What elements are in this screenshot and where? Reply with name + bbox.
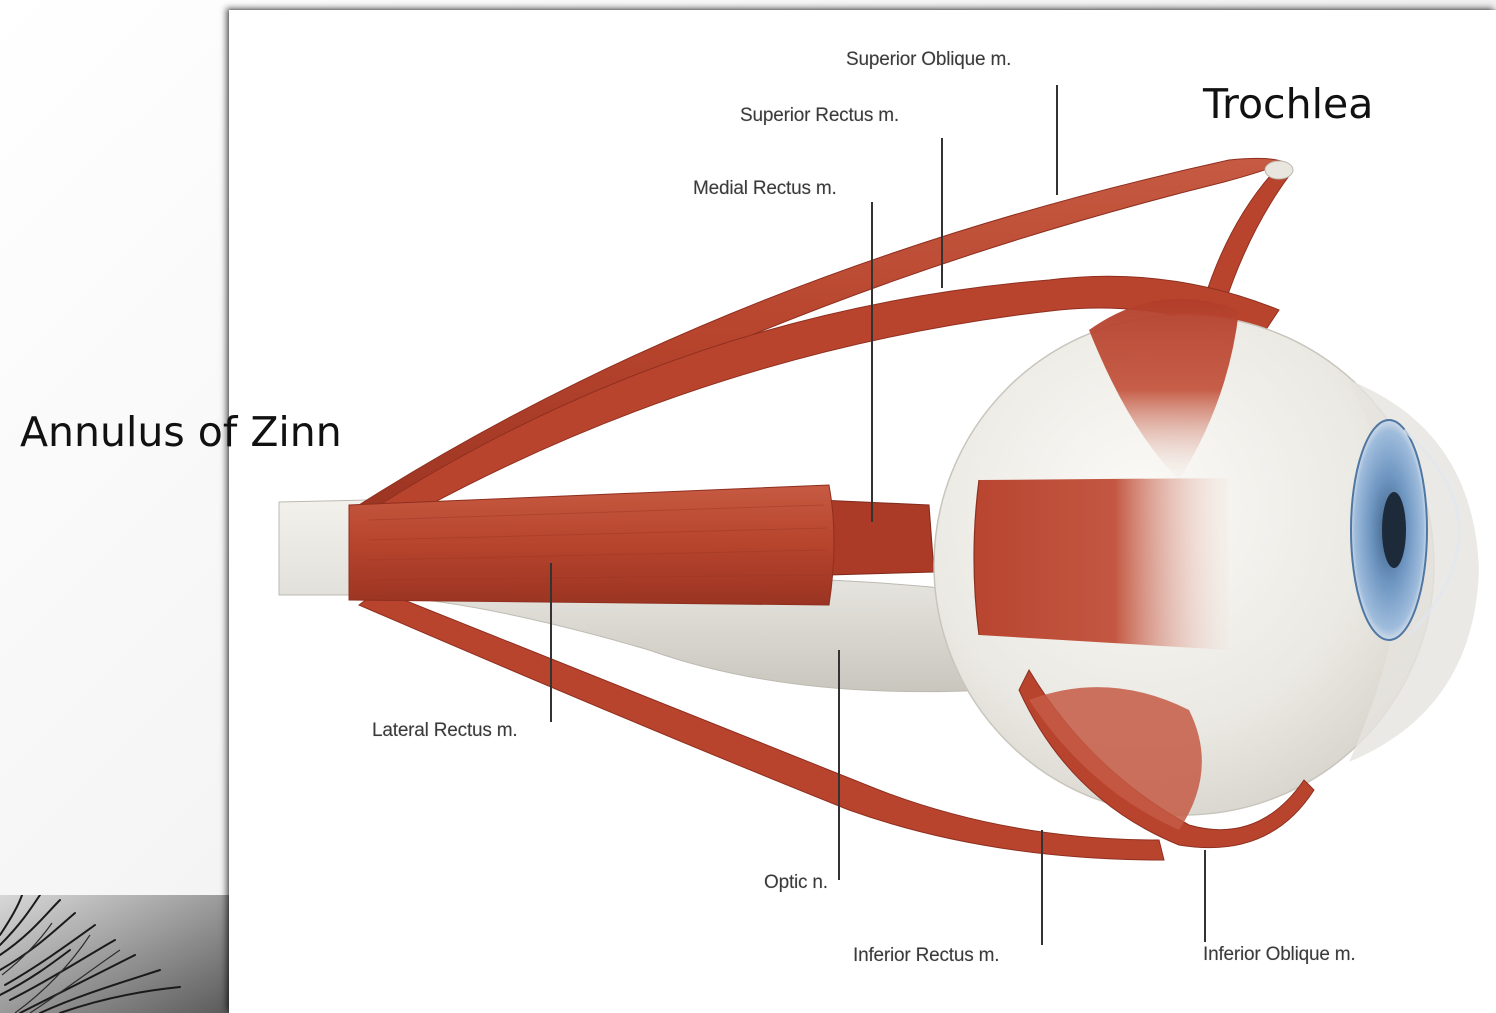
- label-inferior-rectus: Inferior Rectus m.: [853, 945, 999, 967]
- label-inferior-oblique: Inferior Oblique m.: [1203, 944, 1356, 966]
- label-medial-rectus: Medial Rectus m.: [693, 178, 837, 200]
- eye-muscle-illustration: Superior Oblique m. Superior Rectus m. M…: [229, 10, 1496, 1013]
- lateral-rectus-anterior: [974, 478, 1229, 650]
- label-trochlea: Trochlea: [1203, 80, 1373, 128]
- eye-muscles-drawing: [229, 10, 1496, 1013]
- lateral-rectus-posterior: [349, 485, 834, 605]
- label-annulus-of-zinn: Annulus of Zinn: [20, 408, 342, 456]
- trochlea-tendon: [1204, 168, 1289, 306]
- eyelash-photo: [0, 895, 232, 1013]
- label-superior-rectus: Superior Rectus m.: [740, 105, 899, 127]
- label-optic-nerve: Optic n.: [764, 872, 828, 894]
- pupil: [1382, 492, 1406, 568]
- medial-rectus-muscle: [819, 500, 934, 575]
- label-superior-oblique: Superior Oblique m.: [846, 49, 1011, 71]
- trochlea-pulley: [1265, 161, 1293, 179]
- label-lateral-rectus: Lateral Rectus m.: [372, 720, 518, 742]
